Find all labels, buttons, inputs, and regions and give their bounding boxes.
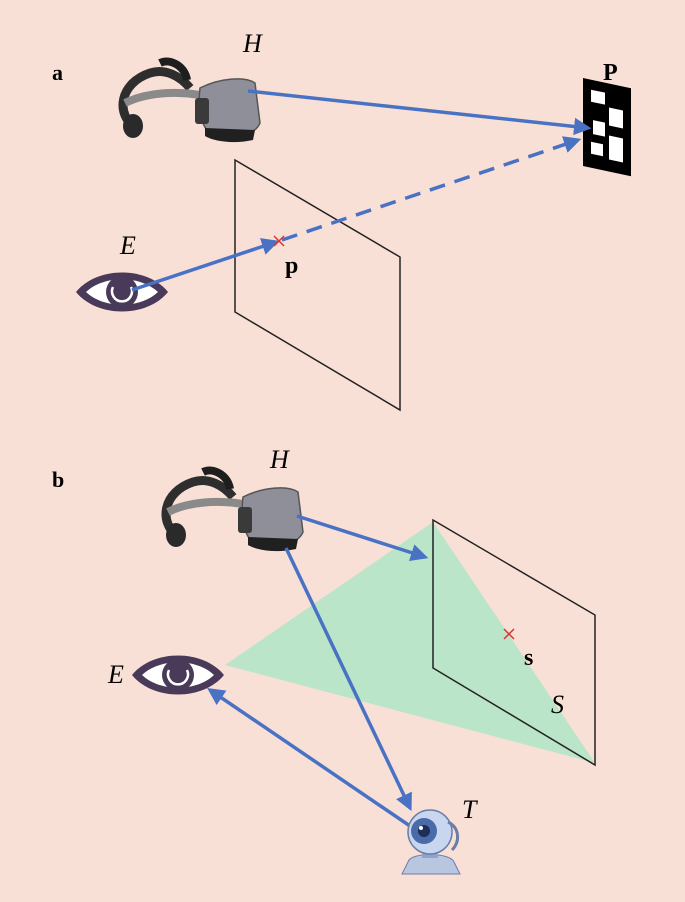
headset-label-a: H bbox=[242, 29, 263, 58]
point-s-label: s bbox=[524, 645, 533, 671]
headset-label-b: H bbox=[269, 445, 290, 474]
headset-to-screen-arrow bbox=[296, 514, 429, 562]
screen-plane bbox=[432, 518, 596, 767]
headset-icon bbox=[123, 62, 260, 143]
fiducial-marker-icon bbox=[583, 78, 631, 177]
eye-to-point-arrow bbox=[131, 238, 280, 292]
point-p-label: p bbox=[285, 253, 298, 279]
view-frustum bbox=[225, 522, 595, 763]
eye-label-b: E bbox=[107, 660, 124, 689]
tracker-to-eye-arrow bbox=[207, 688, 411, 828]
point-p-cross bbox=[273, 235, 285, 247]
panel-b-label: b bbox=[52, 467, 64, 492]
screen-label: S bbox=[551, 690, 564, 719]
headset-to-marker-arrow bbox=[247, 89, 592, 136]
eye-label-a: E bbox=[119, 231, 136, 260]
eye-icon bbox=[130, 654, 226, 696]
headset-icon bbox=[166, 471, 303, 552]
tracker-label: T bbox=[462, 795, 478, 824]
eye-icon bbox=[74, 271, 170, 313]
image-plane bbox=[234, 158, 401, 412]
ray-dashed-arrow bbox=[281, 136, 582, 242]
marker-label: P bbox=[603, 60, 618, 86]
panel-a-label: a bbox=[52, 60, 63, 85]
webcam-icon bbox=[401, 809, 461, 875]
headset-to-tracker-arrow bbox=[284, 547, 412, 812]
point-s-cross bbox=[503, 628, 515, 640]
